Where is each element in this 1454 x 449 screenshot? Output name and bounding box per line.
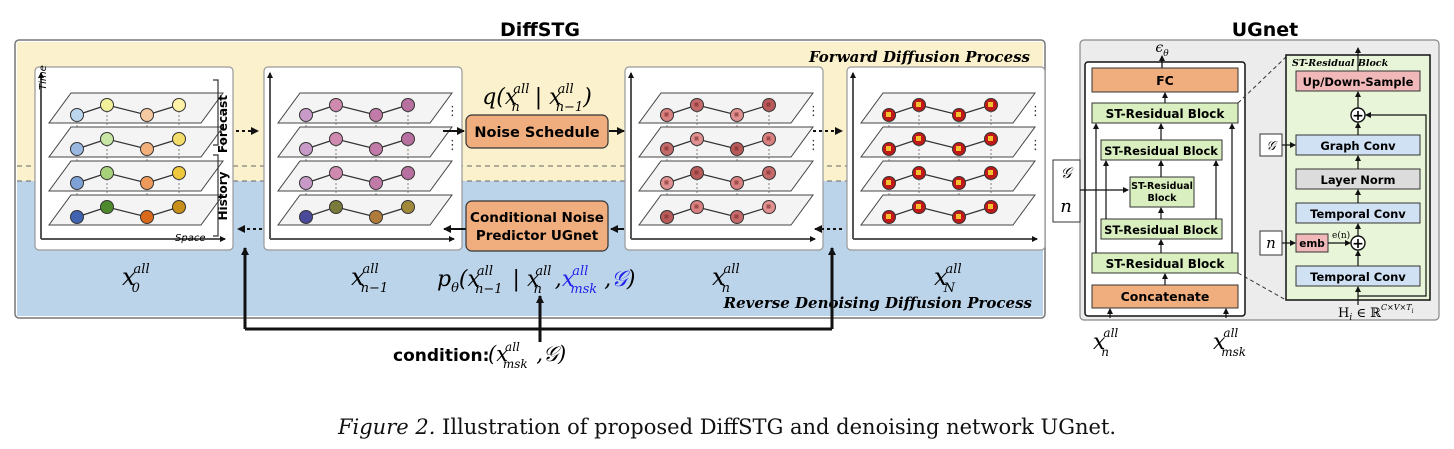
layer-norm-label: Layer Norm xyxy=(1321,173,1396,187)
temporal-conv-bottom-block: Temporal Conv xyxy=(1295,265,1421,287)
svg-text:⋮: ⋮ xyxy=(446,104,459,119)
ugnet-n-input: n xyxy=(1060,196,1072,217)
svg-text:+: + xyxy=(1352,236,1364,252)
noise-schedule-block: Noise Schedule xyxy=(465,114,609,149)
emb-label: emb xyxy=(1299,238,1325,250)
svg-text:⋮: ⋮ xyxy=(217,138,230,153)
predictor-label-line2: Predictor UGnet xyxy=(476,228,599,244)
st-residual-label-5: ST-Residual Block xyxy=(1106,257,1226,271)
plus-node-top: + xyxy=(1350,107,1366,124)
st-residual-label-2: ST-Residual Block xyxy=(1104,144,1218,158)
temporal-conv-bottom-label: Temporal Conv xyxy=(1310,270,1406,284)
diffstg-title: DiffSTG xyxy=(500,19,580,41)
svg-text:⋮: ⋮ xyxy=(807,138,820,153)
ugnet-side-inputs: 𝒢 n xyxy=(1052,159,1129,223)
graph-conv-block: Graph Conv xyxy=(1295,134,1421,156)
condition-connector xyxy=(241,247,836,342)
svg-text:n: n xyxy=(1266,234,1276,252)
st-block-n-input: n xyxy=(1259,230,1296,256)
svg-text:⋮: ⋮ xyxy=(1029,138,1042,153)
fc-label: FC xyxy=(1156,73,1174,88)
st-residual-block-5: ST-Residual Block xyxy=(1091,252,1239,274)
up-down-sample-block: Up/Down-Sample xyxy=(1295,70,1421,92)
emb-block: emb e(n) xyxy=(1295,230,1350,253)
predictor-label-line1: Conditional Noise xyxy=(470,210,604,226)
forecast-label: Forecast xyxy=(216,95,230,153)
figure-caption: Figure 2. Illustration of proposed DiffS… xyxy=(0,415,1454,439)
svg-text:+: + xyxy=(1352,108,1364,124)
space-axis-label: Space xyxy=(175,233,205,244)
caption-label: Figure 2. xyxy=(337,415,436,439)
epsilon-theta: ϵθ xyxy=(1155,40,1169,59)
temporal-conv-top-block: Temporal Conv xyxy=(1295,202,1421,224)
plus-node-bottom: + xyxy=(1350,235,1366,252)
zoom-line-bottom xyxy=(1237,272,1287,301)
fc-block: FC xyxy=(1091,67,1239,93)
st-residual-block-2: ST-Residual Block xyxy=(1100,139,1223,161)
st-residual-block-1: ST-Residual Block xyxy=(1091,102,1239,124)
history-label: History xyxy=(216,171,230,220)
concatenate-block: Concatenate xyxy=(1091,284,1239,309)
forecast-brace xyxy=(213,79,219,146)
svg-text:𝒢: 𝒢 xyxy=(1266,139,1278,154)
noise-predictor-block: Conditional Noise Predictor UGnet xyxy=(465,200,609,252)
concatenate-label: Concatenate xyxy=(1121,289,1210,304)
st-residual-block-4: ST-Residual Block xyxy=(1100,218,1223,240)
en-label: e(n) xyxy=(1332,230,1350,241)
ugnet-g-input: 𝒢 xyxy=(1061,164,1074,182)
st-block-detail-arrows xyxy=(1328,47,1427,305)
noise-schedule-label: Noise Schedule xyxy=(474,125,599,141)
up-down-label: Up/Down-Sample xyxy=(1303,75,1414,89)
forward-process-label: Forward Diffusion Process xyxy=(808,48,1031,66)
st-residual-block-3: ST-Residual Block xyxy=(1129,176,1195,208)
st-residual-label-1: ST-Residual Block xyxy=(1106,107,1226,121)
svg-text:⋮: ⋮ xyxy=(217,104,230,119)
st-residual-label-3b: Block xyxy=(1148,193,1178,204)
reverse-process-label: Reverse Denoising Diffusion Process xyxy=(723,294,1033,312)
graph-conv-label: Graph Conv xyxy=(1320,139,1396,153)
history-brace xyxy=(213,154,219,237)
st-block-detail-title: ST-Residual Block xyxy=(1292,58,1389,69)
st-residual-label-3a: ST-Residual xyxy=(1131,181,1193,192)
svg-text:⋮: ⋮ xyxy=(446,138,459,153)
temporal-conv-top-label: Temporal Conv xyxy=(1310,207,1406,221)
h-tensor-label: Hi ∈ ℝC×V×Ti xyxy=(1338,303,1414,323)
ugnet-title: UGnet xyxy=(1232,19,1299,41)
condition-text: condition: xyxy=(393,346,489,366)
time-axis-label: Time xyxy=(38,65,49,90)
caption-text: Illustration of proposed DiffSTG and den… xyxy=(435,415,1117,439)
layer-norm-block: Layer Norm xyxy=(1295,168,1421,190)
st-residual-label-4: ST-Residual Block xyxy=(1104,223,1218,237)
svg-text:⋮: ⋮ xyxy=(807,104,820,119)
st-block-g-input: 𝒢 xyxy=(1259,133,1296,157)
svg-text:⋮: ⋮ xyxy=(1029,104,1042,119)
